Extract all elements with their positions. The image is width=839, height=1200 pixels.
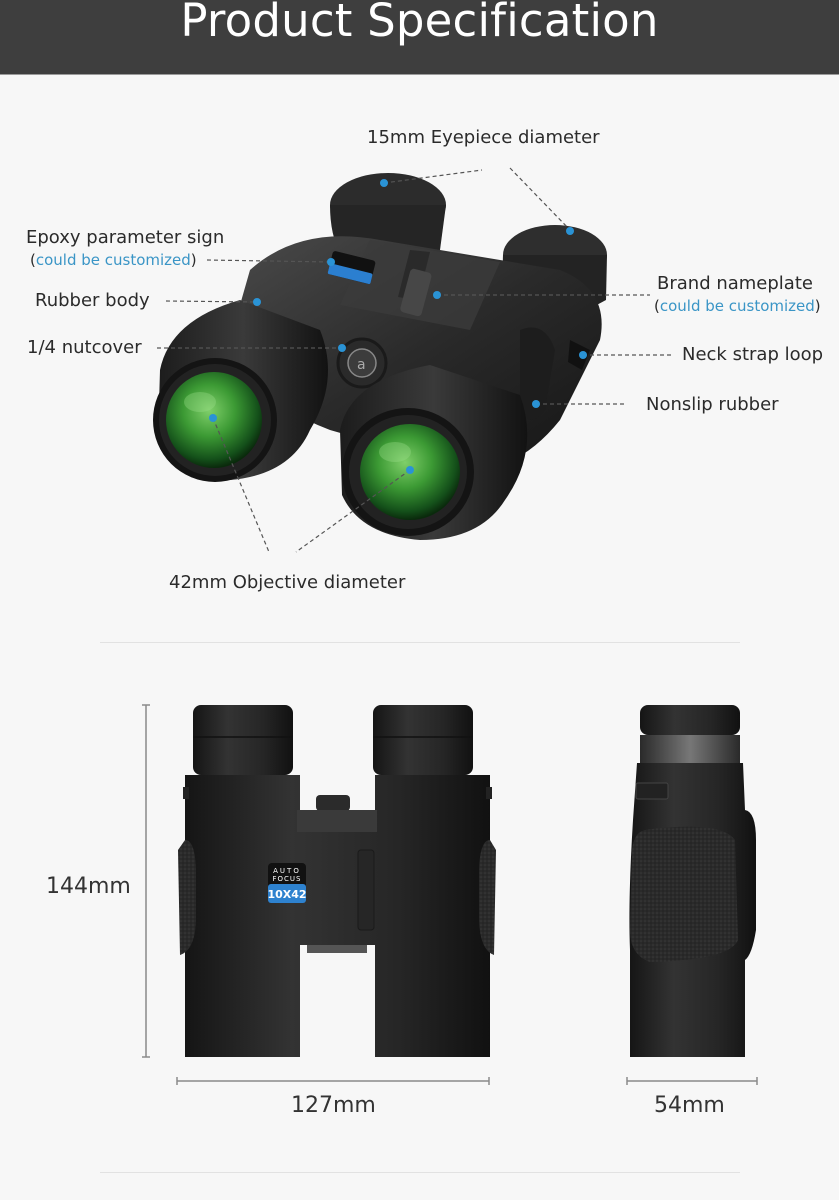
- svg-text:AUTO: AUTO: [273, 867, 301, 875]
- callout-rubber-body: Rubber body: [35, 290, 150, 311]
- svg-text:a: a: [357, 357, 366, 373]
- callout-epoxy-sign: Epoxy parameter sign: [26, 227, 225, 248]
- section-divider: [100, 642, 740, 643]
- callout-objective-diameter: 42mm Objective diameter: [169, 572, 406, 593]
- callout-neck-strap-loop: Neck strap loop: [682, 344, 824, 365]
- header-bar: Product Specification: [0, 0, 839, 75]
- side-view: [629, 705, 756, 1057]
- front-view: [178, 705, 496, 1057]
- callout-brand-note: (could be customized): [654, 297, 821, 315]
- callout-eyepiece-diameter: 15mm Eyepiece diameter: [367, 127, 600, 148]
- depth-dimension-label: 54mm: [654, 1093, 725, 1118]
- callout-dots: [209, 179, 587, 474]
- binoculars-angled-illustration: a: [153, 167, 674, 553]
- leader-eyepiece-left: [383, 169, 483, 184]
- page-title: Product Specification: [180, 0, 659, 47]
- width-dimension-label: 127mm: [291, 1093, 376, 1118]
- customizable-note: could be customized: [659, 297, 815, 315]
- autofocus-badge: AUTO FOCUS 10X42: [267, 863, 307, 903]
- customizable-note: could be customized: [35, 251, 191, 269]
- height-dimension-label: 144mm: [46, 874, 131, 899]
- callout-epoxy-note: (could be customized): [30, 251, 197, 269]
- callout-nonslip-rubber: Nonslip rubber: [646, 394, 779, 415]
- epoxy-badge: [327, 251, 376, 284]
- callout-nutcover: 1/4 nutcover: [27, 337, 142, 358]
- leader-objective-left: [212, 417, 270, 553]
- svg-text:FOCUS: FOCUS: [273, 875, 302, 883]
- leader-eyepiece-right: [509, 167, 571, 231]
- leader-objective-right: [295, 469, 411, 553]
- leader-rubber-body: [165, 300, 258, 303]
- svg-text:10X42: 10X42: [267, 888, 306, 901]
- callout-brand-nameplate: Brand nameplate: [657, 273, 813, 294]
- section-divider-bottom: [100, 1172, 740, 1173]
